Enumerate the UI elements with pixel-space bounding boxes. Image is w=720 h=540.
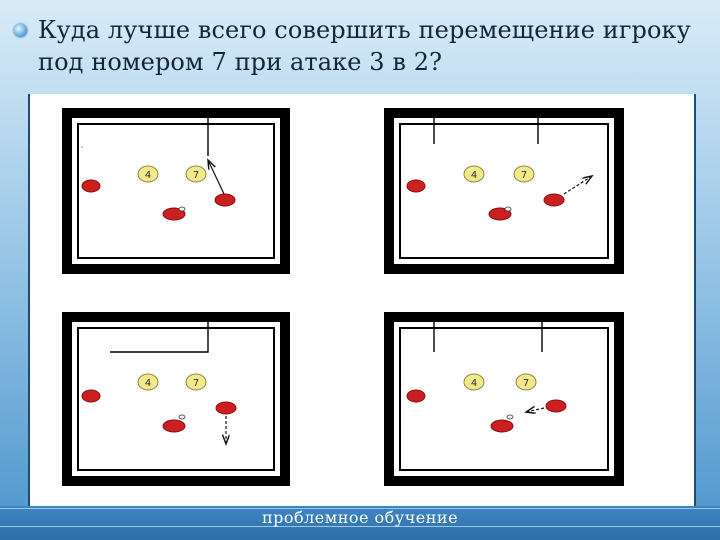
court-line [399, 327, 609, 471]
ball-marker [504, 206, 512, 212]
attacker-label: 7 [523, 378, 529, 389]
defender-marker [162, 207, 186, 221]
defender-marker [214, 193, 236, 207]
movement-arrow [563, 176, 592, 195]
defender-marker [543, 193, 565, 207]
footer-divider [0, 508, 720, 509]
defender-marker [81, 389, 101, 403]
defender-marker [490, 419, 514, 433]
court-line [399, 123, 609, 259]
court-line [77, 123, 275, 259]
attacker-label: 4 [471, 378, 477, 389]
attacker-marker [463, 373, 485, 391]
court-diagram-top-left: 4 7 [62, 108, 290, 274]
slide-title-block: Куда лучше всего совершить перемещение и… [14, 14, 714, 78]
defender-marker [162, 419, 186, 433]
bullet-icon [14, 24, 27, 37]
attacker-marker [137, 165, 159, 183]
attacker-label: 4 [471, 170, 477, 181]
attacker-label: 4 [145, 170, 151, 181]
court-diagram-bottom-right: 4 7 [384, 312, 624, 486]
footer-label: проблемное обучение [261, 508, 459, 527]
ball-marker [178, 414, 186, 420]
court-diagram-top-right: 4 7 [384, 108, 624, 274]
movement-arrow [208, 160, 225, 195]
ball-marker [506, 414, 514, 420]
defender-marker [406, 179, 426, 193]
defender-marker [215, 401, 237, 415]
attacker-label: 7 [193, 378, 199, 389]
attacker-marker [137, 373, 159, 391]
attacker-marker [185, 373, 207, 391]
defender-marker [488, 207, 512, 221]
footer-divider [0, 526, 720, 527]
attacker-marker [185, 165, 207, 183]
ball-marker [178, 206, 186, 212]
attacker-label: 7 [193, 170, 199, 181]
defender-marker [406, 389, 426, 403]
court-diagram-bottom-left: 4 7 [62, 312, 290, 486]
footer-band [0, 506, 720, 540]
movement-arrow [526, 408, 545, 412]
attacker-label: 7 [521, 170, 527, 181]
attacker-marker [463, 165, 485, 183]
attacker-marker [513, 165, 535, 183]
defender-marker [545, 399, 567, 413]
attacker-label: 4 [145, 378, 151, 389]
slide-title: Куда лучше всего совершить перемещение и… [38, 16, 691, 76]
defender-marker [81, 179, 101, 193]
attacker-marker [515, 373, 537, 391]
court-line [77, 327, 275, 471]
